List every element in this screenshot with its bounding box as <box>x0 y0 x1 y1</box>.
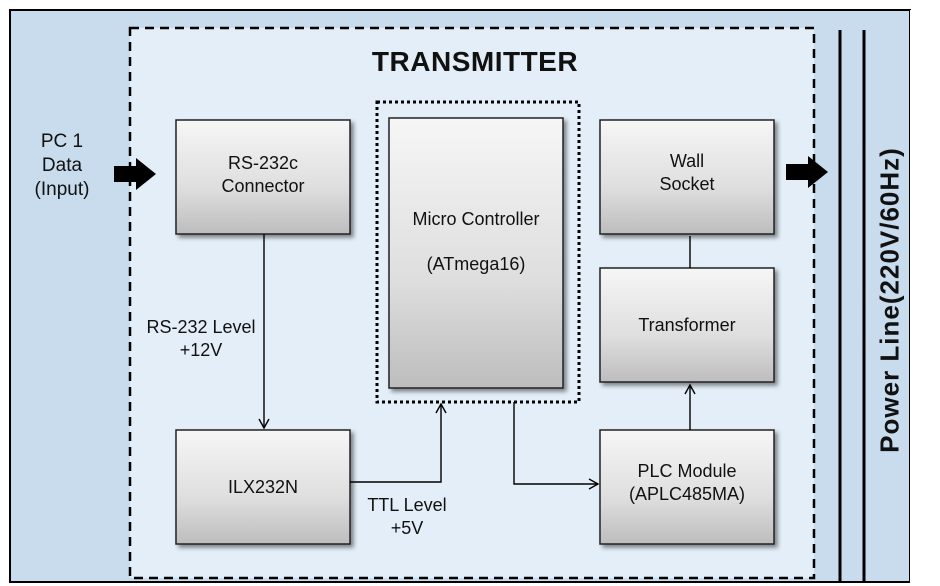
mcu-dotted-frame <box>375 100 581 404</box>
block-rs232-label: RS-232c Connector <box>221 153 305 196</box>
right-margin <box>910 10 940 586</box>
output-arrow <box>786 156 828 188</box>
input-label: PC 1 Data (Input) <box>34 131 90 200</box>
edge-mcu-to-plc <box>513 402 600 490</box>
block-plc <box>599 429 775 545</box>
edge-label-ttl-level: TTL Level +5V <box>367 495 447 538</box>
block-transformer-label: Transformer <box>638 315 736 335</box>
input-arrow <box>114 158 156 190</box>
block-rs232 <box>175 119 351 235</box>
block-wall <box>599 119 775 235</box>
block-ilx-label: ILX232N <box>227 477 299 497</box>
block-transformer <box>599 267 775 383</box>
edge-ilx-to-mcu <box>350 402 447 483</box>
block-wall-label: Wall Socket <box>659 151 715 194</box>
edge-label-rs232-level: RS-232 Level +12V <box>146 317 256 360</box>
block-plc-label: PLC Module (APLC485MA) <box>628 461 746 504</box>
power-line-label: Power Line(220V/60Hz) <box>874 147 905 453</box>
block-ilx <box>175 429 351 545</box>
block-mcu <box>388 117 564 389</box>
diagram-title: TRANSMITTER <box>371 46 579 77</box>
block-mcu-label: Micro Controller (ATmega16) <box>412 209 540 274</box>
